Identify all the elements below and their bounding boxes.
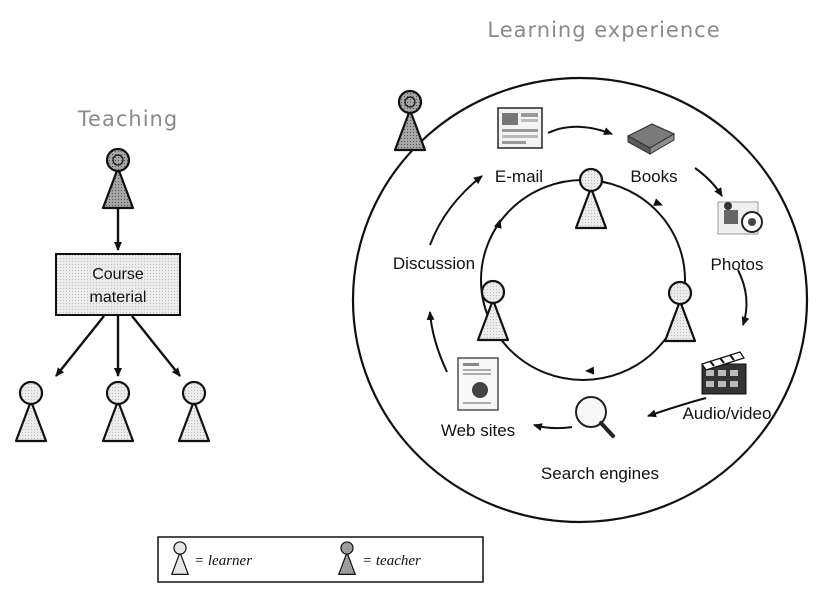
label-web-sites: Web sites xyxy=(441,421,515,440)
material-to-learner3-arrow xyxy=(131,315,181,377)
label-email: E-mail xyxy=(495,167,543,186)
audio-to-search-arrow xyxy=(647,397,707,418)
label-books: Books xyxy=(630,167,677,186)
learner-icon xyxy=(574,167,608,230)
photos-to-audio-arrow xyxy=(737,269,750,326)
label-discussion: Discussion xyxy=(393,254,475,273)
learning-experience-title: Learning experience xyxy=(487,18,720,42)
outer-circle xyxy=(351,76,809,524)
learner-icon xyxy=(476,279,510,342)
label-audio-video: Audio/video xyxy=(683,404,772,423)
legend-learner-label: = learner xyxy=(194,553,252,569)
course-material-line1: Course xyxy=(92,266,144,283)
material-to-learner1-arrow xyxy=(55,315,105,377)
email-to-books-arrow xyxy=(547,125,613,135)
learner-icon xyxy=(177,380,211,443)
label-search-engines: Search engines xyxy=(541,464,659,483)
books-icon xyxy=(626,123,676,155)
web-sites-icon xyxy=(457,357,499,411)
learner-icon xyxy=(663,280,697,343)
learner-icon xyxy=(101,380,135,443)
teaching-title: Teaching xyxy=(77,107,178,131)
search-to-websites-arrow xyxy=(533,423,573,431)
legend-teacher-label: = teacher xyxy=(362,553,421,569)
discussion-to-email-arrow xyxy=(429,175,483,246)
teacher-icon xyxy=(101,147,135,210)
audio-video-icon xyxy=(701,351,747,395)
learner-icon xyxy=(14,380,48,443)
course-material-box: Course material xyxy=(55,253,181,316)
teacher-icon xyxy=(393,89,427,152)
email-icon xyxy=(497,107,543,149)
magnifier-icon xyxy=(575,396,615,438)
photos-icon xyxy=(717,201,763,235)
course-material-line2: material xyxy=(90,289,147,306)
books-to-photos-arrow xyxy=(694,167,723,197)
label-photos: Photos xyxy=(711,255,764,274)
inner-circle-arrow xyxy=(585,366,595,375)
websites-to-discussion-arrow xyxy=(426,311,448,373)
legend-box: = learner = teacher xyxy=(157,536,484,583)
